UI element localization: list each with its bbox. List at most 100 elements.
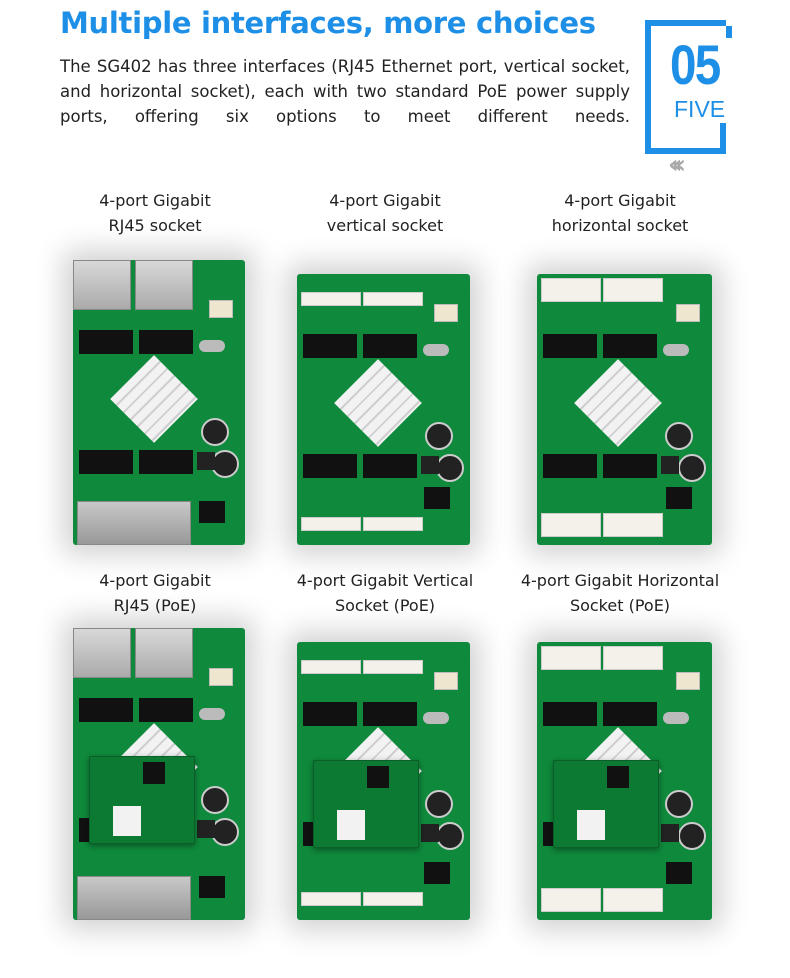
poe-chip (367, 766, 389, 788)
inductor (197, 820, 215, 838)
capacitor (425, 790, 453, 818)
transformer-chip (543, 702, 597, 726)
board-image (537, 642, 712, 920)
connector-socket (603, 513, 663, 537)
connector-socket (541, 646, 601, 670)
capacitor (201, 786, 229, 814)
capacitor (436, 822, 464, 850)
capacitor (678, 454, 706, 482)
inductor (197, 452, 215, 470)
poe-transformer (113, 806, 141, 836)
connector-socket (301, 517, 361, 531)
connector-socket (363, 660, 423, 674)
ic-chip (666, 862, 692, 884)
poe-module (553, 760, 659, 848)
section-number: 05 (670, 33, 721, 96)
rj45-port (135, 260, 193, 310)
board-image (537, 274, 712, 545)
heatsink (574, 359, 662, 447)
capacitor (678, 822, 706, 850)
transformer-chip (603, 334, 657, 358)
chevrons-left-icon: ‹‹‹ (668, 150, 686, 180)
ic-chip (199, 501, 225, 523)
heatsink (334, 359, 422, 447)
rj45-port (135, 628, 193, 678)
board-image (73, 260, 245, 545)
transformer-chip (79, 450, 133, 474)
capacitor (665, 422, 693, 450)
ic-chip (666, 487, 692, 509)
crystal (663, 344, 689, 356)
transformer-chip (543, 454, 597, 478)
inductor (421, 456, 439, 474)
crystal (423, 344, 449, 356)
poe-transformer (577, 810, 605, 840)
capacitor (425, 422, 453, 450)
ic-chip (199, 876, 225, 898)
transformer-chip (79, 698, 133, 722)
inductor (661, 456, 679, 474)
heatsink (110, 355, 198, 443)
ic-chip (424, 862, 450, 884)
connector-socket (541, 278, 601, 302)
poe-transformer (337, 810, 365, 840)
crystal (423, 712, 449, 724)
transformer-chip (139, 450, 193, 474)
section-badge-frame (645, 20, 732, 154)
capacitor (211, 450, 239, 478)
poe-chip (143, 762, 165, 784)
connector-socket (301, 660, 361, 674)
rj45-port (77, 876, 191, 920)
capacitor (211, 818, 239, 846)
connector-socket (363, 892, 423, 906)
connector-socket (603, 888, 663, 912)
capacitor (436, 454, 464, 482)
connector-socket (301, 892, 361, 906)
page-title: Multiple interfaces, more choices (60, 6, 596, 40)
connector-socket (603, 278, 663, 302)
power-connector (676, 304, 700, 322)
transformer-chip (363, 702, 417, 726)
transformer-chip (603, 702, 657, 726)
section-number-word: FIVE (674, 96, 726, 122)
poe-module (313, 760, 419, 848)
connector-socket (541, 888, 601, 912)
transformer-chip (363, 334, 417, 358)
power-connector (209, 668, 233, 686)
capacitor (201, 418, 229, 446)
connector-socket (363, 292, 423, 306)
transformer-chip (303, 334, 357, 358)
board-image (73, 628, 245, 920)
inductor (421, 824, 439, 842)
transformer-chip (303, 702, 357, 726)
capacitor (665, 790, 693, 818)
transformer-chip (79, 330, 133, 354)
connector-socket (603, 646, 663, 670)
transformer-chip (543, 334, 597, 358)
crystal (199, 340, 225, 352)
crystal (199, 708, 225, 720)
ic-chip (424, 487, 450, 509)
transformer-chip (363, 454, 417, 478)
rj45-port (77, 501, 191, 545)
connector-socket (541, 513, 601, 537)
poe-module (89, 756, 195, 844)
description: The SG402 has three interfaces (RJ45 Eth… (60, 57, 630, 126)
board-image (297, 642, 470, 920)
rj45-port (73, 628, 131, 678)
crystal (663, 712, 689, 724)
board-image (297, 274, 470, 545)
power-connector (209, 300, 233, 318)
power-connector (434, 672, 458, 690)
section-badge-frame-edge (720, 123, 726, 148)
transformer-chip (139, 698, 193, 722)
connector-socket (301, 292, 361, 306)
power-connector (434, 304, 458, 322)
